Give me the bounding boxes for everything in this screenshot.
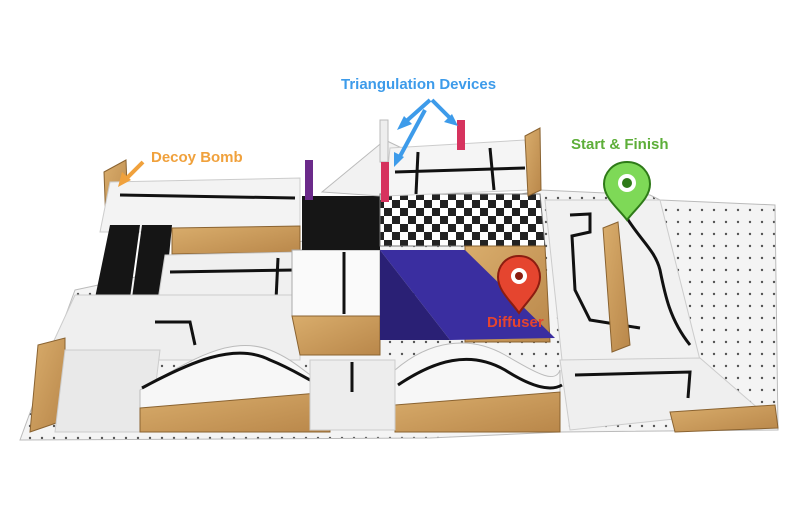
triangulation-post: [305, 160, 313, 200]
triangulation-devices-label: Triangulation Devices: [341, 76, 497, 93]
map-pin-icon: [602, 160, 652, 222]
map-pin-icon: [496, 254, 542, 315]
track-line: [397, 357, 563, 390]
wood-base: [139, 391, 331, 433]
track-line: [488, 147, 496, 191]
triangulation-post: [381, 162, 389, 202]
decoy-bomb-label: Decoy Bomb: [151, 149, 243, 166]
board-tile: [99, 177, 301, 233]
track-line: [574, 370, 692, 399]
black-box: [302, 196, 380, 250]
track-line: [119, 193, 296, 200]
track-line: [414, 151, 420, 195]
black-tile: [95, 225, 140, 298]
start-finish-label: Start & Finish: [571, 136, 669, 153]
front-wall: [669, 404, 779, 433]
diffuser-label: Diffuser: [487, 314, 544, 331]
triangulation-post: [457, 120, 465, 150]
track-line: [169, 268, 296, 274]
purple-ramp: [380, 250, 555, 340]
triangulation-post: [379, 119, 389, 163]
board-tile: [309, 359, 396, 431]
track-line: [155, 320, 197, 346]
wood-divider: [602, 221, 631, 353]
checkered-box: [379, 193, 546, 247]
wood-box: [171, 225, 301, 255]
track-line: [623, 214, 692, 346]
board-tile: [44, 294, 301, 361]
triangulation-arrows: [394, 98, 458, 167]
top-wall: [524, 127, 542, 197]
wood-side: [291, 315, 381, 356]
track-line: [274, 257, 280, 301]
decoy-arrow: [118, 160, 145, 187]
purple-ramp-edge: [380, 250, 450, 340]
white-box: [291, 249, 381, 317]
track-line: [569, 212, 641, 330]
